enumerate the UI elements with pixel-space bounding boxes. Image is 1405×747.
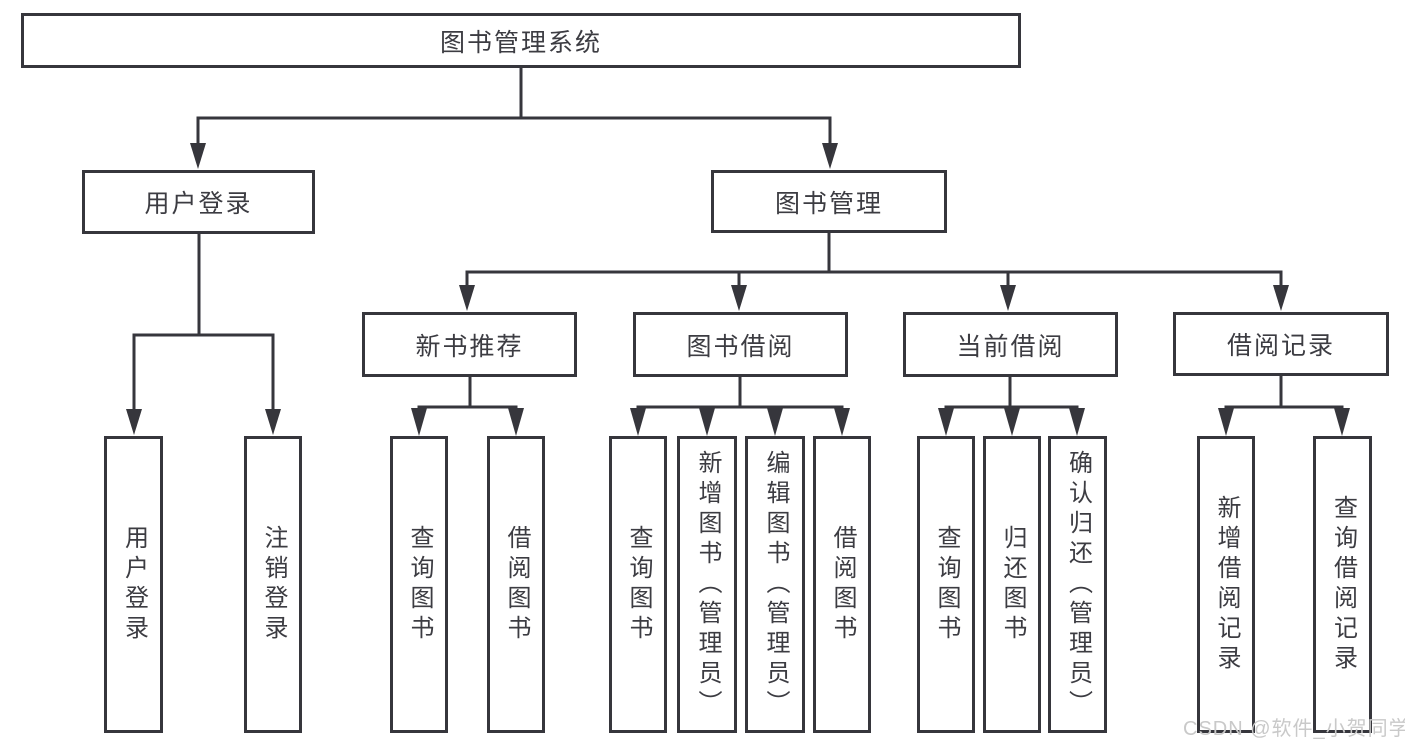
node-book-borrow: 图书借阅: [633, 312, 848, 377]
connector-book-borrow-to-leaves: [636, 376, 844, 409]
leaf-label: 确认归还（管理员）: [1064, 449, 1092, 720]
arrowhead: [699, 408, 715, 436]
node-current-borrow: 当前借阅: [903, 312, 1118, 377]
leaf-query-books-cb: 查询图书: [917, 436, 975, 733]
node-borrow-records: 借阅记录: [1173, 312, 1389, 376]
leaf-label: 归还图书: [999, 524, 1026, 645]
arrowhead: [731, 285, 747, 311]
node-user-login: 用户登录: [82, 170, 315, 234]
csdn-watermark: CSDN @软件_小贺同学: [1183, 718, 1405, 740]
leaf-query-books-bb: 查询图书: [609, 436, 667, 733]
leaf-label: 借阅图书: [829, 524, 856, 645]
arrowhead: [630, 408, 646, 436]
arrowhead: [1000, 285, 1016, 311]
leaf-label: 新增图书（管理员）: [694, 449, 721, 720]
arrowhead: [190, 143, 206, 169]
connector-user-login-to-leaves: [132, 233, 275, 412]
leaf-logout: 注销登录: [244, 436, 302, 733]
arrowhead: [411, 408, 427, 436]
arrowheads: [126, 143, 1350, 436]
arrowhead: [822, 143, 838, 169]
leaf-borrow-books-rec: 借阅图书: [487, 436, 545, 733]
arrowhead: [265, 409, 281, 435]
leaf-label: 用户登录: [120, 524, 148, 645]
leaf-label: 查询图书: [625, 524, 652, 645]
node-book-mgmt: 图书管理: [711, 170, 947, 233]
connector-new-book-rec-to-leaves: [417, 376, 518, 409]
leaf-query-borrow-record: 查询借阅记录: [1313, 436, 1372, 733]
leaf-label: 编辑图书（管理员）: [762, 449, 789, 720]
arrowhead: [1334, 408, 1350, 436]
connector-current-borrow-to-leaves: [944, 376, 1079, 409]
arrowhead: [767, 408, 783, 436]
connector-book-mgmt-to-level3: [465, 232, 1283, 290]
connector-borrow-records-to-leaves: [1224, 376, 1344, 409]
connector-root-to-level2: [196, 67, 832, 146]
leaf-user-login: 用户登录: [104, 436, 163, 733]
arrowhead: [1004, 408, 1020, 436]
leaf-edit-book-admin: 编辑图书（管理员）: [745, 436, 805, 733]
leaf-label: 借阅图书: [503, 524, 530, 645]
leaf-label: 查询图书: [406, 524, 433, 645]
arrowhead: [834, 408, 850, 436]
leaf-label: 注销登录: [260, 524, 287, 645]
arrowhead: [938, 408, 954, 436]
leaf-add-borrow-record: 新增借阅记录: [1197, 436, 1255, 733]
leaf-label: 查询图书: [933, 524, 960, 645]
leaf-label: 新增借阅记录: [1213, 494, 1240, 675]
node-new-book-rec: 新书推荐: [362, 312, 577, 377]
leaf-add-book-admin: 新增图书（管理员）: [677, 436, 737, 733]
leaf-confirm-return-admin: 确认归还（管理员）: [1048, 436, 1107, 733]
arrowhead: [459, 285, 475, 311]
arrowhead: [126, 409, 142, 435]
arrowhead: [1273, 285, 1289, 311]
leaf-label: 查询借阅记录: [1329, 494, 1357, 675]
node-root: 图书管理系统: [21, 13, 1021, 68]
leaf-borrow-books-bb: 借阅图书: [813, 436, 871, 733]
arrowhead: [1218, 408, 1234, 436]
arrowhead: [508, 408, 524, 436]
leaf-return-books: 归还图书: [983, 436, 1041, 733]
arrowhead: [1069, 408, 1085, 436]
leaf-query-books-rec: 查询图书: [390, 436, 448, 733]
